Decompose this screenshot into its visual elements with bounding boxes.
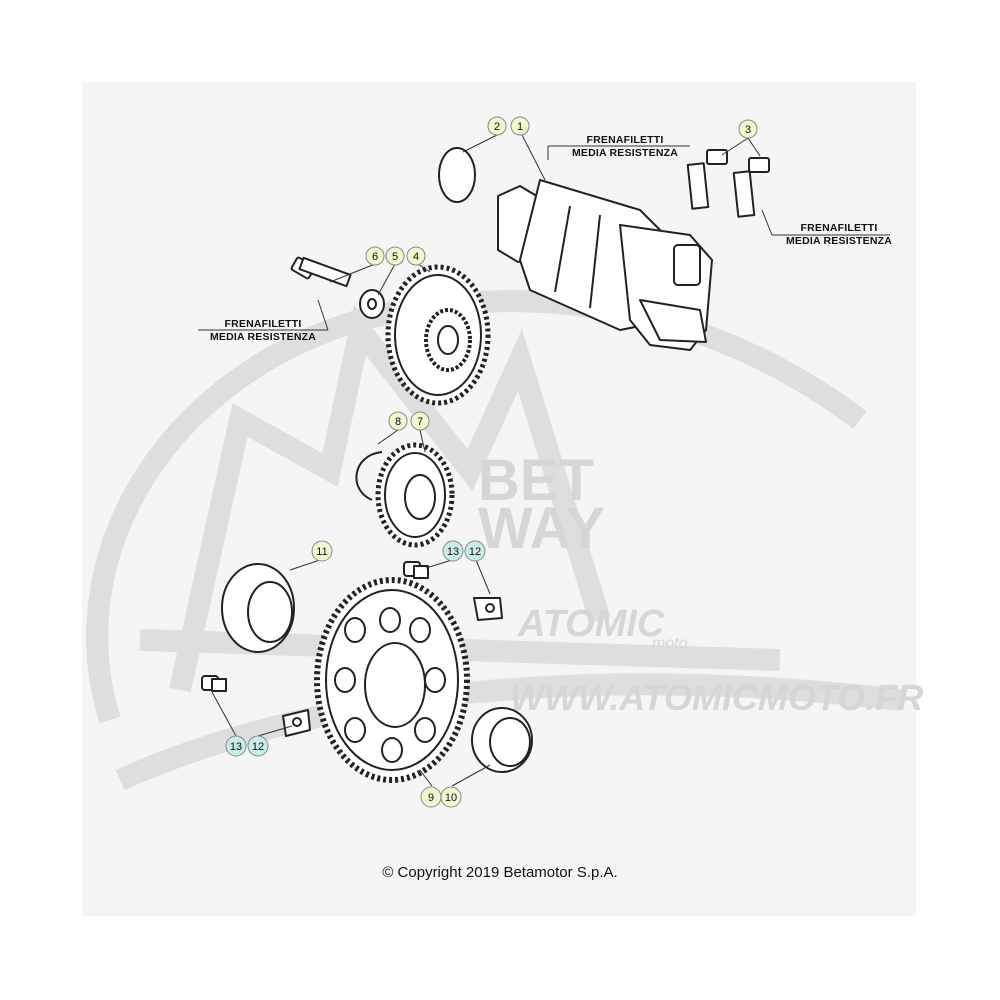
- starter-motor: [497, 179, 713, 351]
- gear-screw: [290, 256, 352, 288]
- callout-3: 3: [738, 119, 758, 139]
- watermark-brand: ATOMIC: [517, 603, 665, 645]
- watermark-text: BET WAY ATOMIC moto WWW.ATOMICMOTO.FR: [478, 448, 923, 718]
- svg-text:2: 2: [494, 121, 500, 133]
- circlip: [355, 451, 383, 501]
- note-line2: MEDIA RESISTENZA: [571, 147, 679, 159]
- callout-1: 1: [510, 116, 530, 136]
- svg-text:4: 4: [413, 251, 419, 263]
- svg-text:1: 1: [517, 121, 523, 133]
- starter-driven-gear: [314, 577, 470, 783]
- callout-13-lower: 13: [225, 735, 247, 757]
- watermark-site: WWW.ATOMICMOTO.FR: [510, 677, 923, 718]
- double-gear: [385, 264, 491, 406]
- svg-text:12: 12: [469, 546, 481, 558]
- note-line1: FRENAFILETTI: [586, 134, 664, 146]
- svg-text:6: 6: [372, 251, 378, 263]
- svg-text:8: 8: [395, 416, 401, 428]
- svg-text:12: 12: [252, 741, 264, 753]
- screw-pair: [686, 149, 770, 218]
- callout-2: 2: [487, 116, 507, 136]
- bushing: [471, 707, 533, 773]
- svg-text:13: 13: [447, 546, 459, 558]
- note-threadlocker-right: FRENAFILETTI MEDIA RESISTENZA: [774, 222, 904, 248]
- watermark-ghost-bottom: WAY: [478, 496, 605, 561]
- callout-9: 9: [420, 786, 442, 808]
- bearing: [221, 563, 295, 653]
- copyright-text: © Copyright 2019 Betamotor S.p.A.: [382, 864, 618, 881]
- svg-text:13: 13: [230, 741, 242, 753]
- callout-5: 5: [385, 246, 405, 266]
- note-threadlocker-top: FRENAFILETTI MEDIA RESISTENZA: [560, 134, 690, 160]
- intermediate-gear: [375, 442, 455, 548]
- callout-12-upper: 12: [464, 540, 486, 562]
- note-line1: FRENAFILETTI: [224, 318, 302, 330]
- note-line2: MEDIA RESISTENZA: [785, 235, 893, 247]
- upper-screw-plate: [403, 561, 503, 621]
- watermark-brand-sub: moto: [652, 635, 688, 652]
- callout-10: 10: [440, 786, 462, 808]
- lower-screw-plate: [201, 675, 311, 737]
- callouts: 2 1 3 6 5 4 8 7 11 13 12 13 12 9 10: [225, 116, 758, 808]
- note-threadlocker-left: FRENAFILETTI MEDIA RESISTENZA: [198, 318, 328, 344]
- svg-text:5: 5: [392, 251, 398, 263]
- leader-lines: [198, 134, 890, 787]
- svg-text:7: 7: [417, 416, 423, 428]
- watermark-ghost-top: BET: [478, 448, 594, 513]
- callout-8: 8: [388, 411, 408, 431]
- callout-12-lower: 12: [247, 735, 269, 757]
- o-ring: [438, 147, 476, 203]
- svg-text:9: 9: [428, 792, 434, 804]
- svg-text:11: 11: [316, 546, 327, 558]
- callout-4: 4: [406, 246, 426, 266]
- callout-7: 7: [410, 411, 430, 431]
- callout-11: 11: [311, 540, 333, 562]
- callout-6: 6: [365, 246, 385, 266]
- svg-text:10: 10: [445, 792, 457, 804]
- note-line2: MEDIA RESISTENZA: [209, 331, 317, 343]
- note-line1: FRENAFILETTI: [800, 222, 878, 234]
- svg-text:3: 3: [745, 124, 751, 136]
- callout-13-upper: 13: [442, 540, 464, 562]
